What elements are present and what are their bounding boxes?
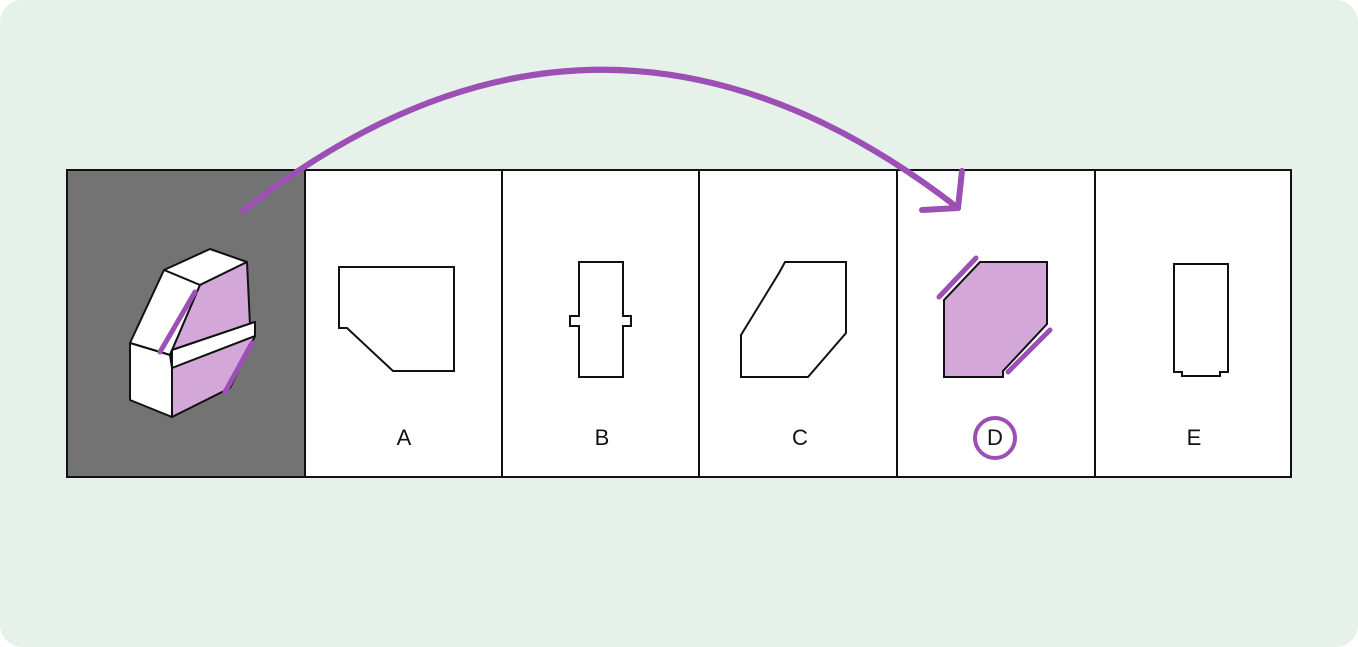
option-d-edge-marker-lower (1005, 327, 1053, 375)
option-e-shape (1173, 263, 1229, 377)
option-c-shape (740, 261, 847, 378)
option-label-b[interactable]: B (594, 425, 610, 450)
reference-3d-object (129, 248, 256, 418)
option-label-d[interactable]: D (987, 425, 1003, 450)
option-d-shape (936, 255, 1053, 378)
option-a-shape (338, 266, 455, 372)
option-b-shape (569, 261, 632, 378)
option-d-edge-marker-upper (936, 255, 979, 300)
reference-edge-marker-lower (222, 340, 255, 395)
option-label-c[interactable]: C (792, 425, 808, 450)
option-label-e[interactable]: E (1186, 425, 1202, 450)
option-label-a[interactable]: A (396, 425, 412, 450)
reference-edge-marker-upper (157, 289, 198, 355)
curved-arrow-icon (240, 66, 965, 214)
answer-circle-icon (973, 416, 1017, 460)
